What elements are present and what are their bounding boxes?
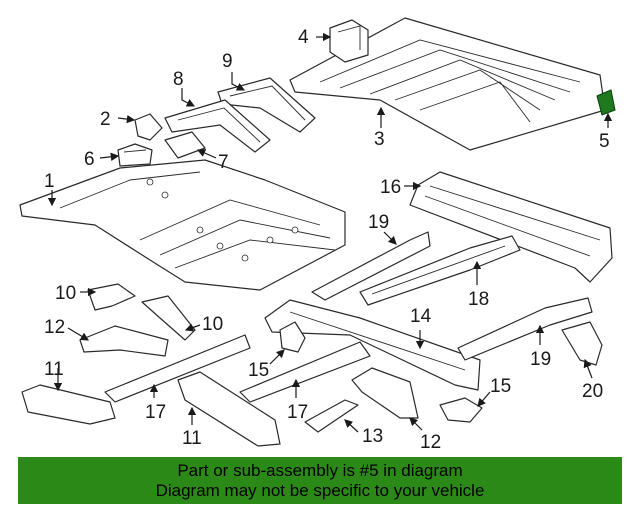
callout-12-upper: 12 (44, 317, 65, 338)
callout-4: 4 (298, 27, 309, 48)
part-19-upper-rail (311, 231, 431, 301)
part-10-upper-bracket (87, 283, 136, 311)
part-7-bracket (164, 131, 206, 159)
callout-10-upper: 10 (55, 283, 76, 304)
callout-7: 7 (218, 152, 229, 173)
callout-14: 14 (410, 306, 432, 327)
part-15-upper-bracket (279, 321, 306, 353)
callout-12-lower: 12 (420, 432, 441, 453)
part-20-bracket (561, 321, 603, 366)
parts-diagram: 1 2 3 4 5 6 7 8 9 10 10 11 11 12 12 13 1… (19, 17, 616, 453)
part-4-bracket (329, 19, 369, 63)
part-17-left-rail (104, 334, 251, 403)
part-12-lower-bracket (351, 367, 419, 419)
callout-8: 8 (173, 69, 184, 90)
callout-18: 18 (468, 289, 489, 310)
part-18-rail (359, 235, 521, 306)
banner-line-1: Part or sub-assembly is #5 in diagram (177, 461, 463, 480)
callout-2: 2 (100, 109, 111, 130)
callout-17-left: 17 (145, 402, 166, 423)
callout-20: 20 (582, 381, 603, 402)
callout-9: 9 (222, 51, 233, 72)
part-12-upper-crossmember (79, 325, 169, 357)
front-floor-pan (19, 159, 346, 291)
part-11-right-rail (177, 371, 281, 447)
info-banner: Part or sub-assembly is #5 in diagram Di… (18, 457, 622, 504)
banner-line-2: Diagram may not be specific to your vehi… (155, 481, 485, 500)
part-2-bracket (134, 113, 163, 141)
leader-lines (47, 32, 613, 433)
callout-10-lower: 10 (202, 314, 223, 335)
callout-19-lower: 19 (530, 349, 551, 370)
rear-floor-pan (289, 17, 606, 151)
part-5-highlighted (596, 89, 616, 116)
part-15-lower-bracket (439, 397, 483, 423)
part-10-lower-bracket (141, 295, 196, 341)
callout-11-left: 11 (44, 359, 64, 380)
callout-3: 3 (374, 129, 385, 150)
callout-labels: 1 2 3 4 5 6 7 8 9 10 10 11 11 12 12 13 1… (44, 27, 610, 453)
callout-13: 13 (362, 426, 383, 447)
callout-16: 16 (380, 177, 401, 198)
part-11-left-rail (21, 384, 116, 425)
callout-15-upper: 15 (248, 360, 269, 381)
callout-19-upper: 19 (368, 212, 389, 233)
part-19-lower-rail (457, 297, 593, 361)
callout-15-lower: 15 (490, 376, 511, 397)
callout-11-right: 11 (182, 428, 202, 449)
part-8-crossmember (164, 99, 271, 153)
part-16-rail (409, 171, 613, 283)
part-6-bracket (117, 143, 153, 167)
callout-5: 5 (599, 131, 610, 152)
part-17-right-rail (239, 341, 371, 403)
part-13-plate (304, 399, 359, 433)
callout-1: 1 (44, 171, 55, 192)
callout-6: 6 (84, 149, 95, 170)
callout-17-right: 17 (287, 402, 308, 423)
